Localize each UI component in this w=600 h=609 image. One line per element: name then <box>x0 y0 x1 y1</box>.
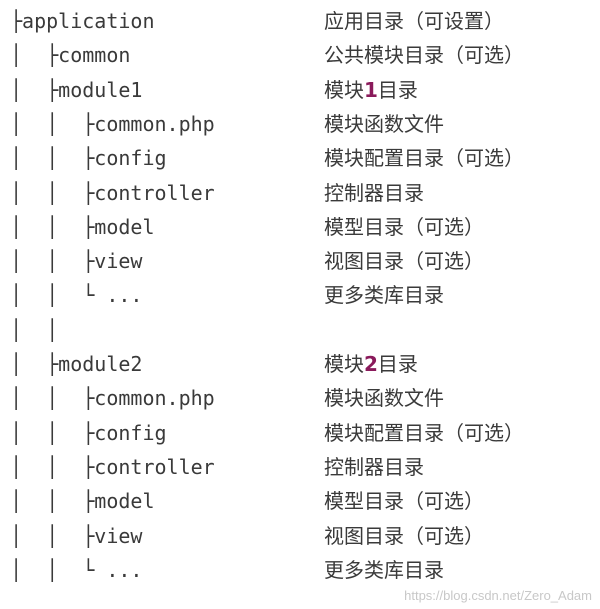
module-number: 1 <box>364 77 378 102</box>
description-text: 模块配置目录（可选） <box>324 420 524 445</box>
description-suffix: 目录 <box>377 352 418 376</box>
tree-row: │ │ ├view 视图目录（可选） <box>0 244 600 278</box>
tree-row: │ │ ├controller 控制器目录 <box>0 450 600 484</box>
tree-path: │ │ ├common.php <box>10 386 215 411</box>
tree-description: 模块函数文件 <box>324 381 444 415</box>
tree-row: │ ├module2 模块2目录 <box>0 347 600 381</box>
description-suffix: 目录 <box>377 77 418 102</box>
module-number: 2 <box>364 352 378 376</box>
tree-description: 模块1目录 <box>324 73 418 107</box>
tree-path: ├application <box>10 9 155 33</box>
description-text: 控制器目录 <box>324 180 424 205</box>
tree-description: 公共模块目录（可选） <box>324 38 524 72</box>
tree-row: │ │ ├config 模块配置目录（可选） <box>0 141 600 175</box>
tree-description: 模块2目录 <box>324 347 418 381</box>
tree-row: │ │ ├config 模块配置目录（可选） <box>0 416 600 450</box>
tree-path: │ │ <box>10 317 59 342</box>
tree-row: ├application 应用目录（可设置） <box>0 4 600 38</box>
tree-row: │ │ ├common.php 模块函数文件 <box>0 107 600 141</box>
description-text: 模块配置目录（可选） <box>324 146 524 171</box>
tree-row: │ │ ├model 模型目录（可选） <box>0 484 600 518</box>
tree-description: 更多类库目录 <box>324 553 444 587</box>
description-text: 模块 <box>324 352 364 376</box>
tree-description: 模型目录（可选） <box>324 210 484 244</box>
tree-description: 视图目录（可选） <box>324 244 484 278</box>
tree-path: │ │ ├config <box>10 420 167 445</box>
tree-description: 控制器目录 <box>324 450 424 484</box>
tree-path: │ │ ├common.php <box>10 111 215 136</box>
tree-path: │ ├common <box>10 43 131 68</box>
tree-path: │ ├module2 <box>10 352 143 376</box>
tree-path: │ │ ├controller <box>10 180 215 205</box>
tree-description: 视图目录（可选） <box>324 519 484 553</box>
description-text: 模型目录（可选） <box>324 489 484 514</box>
description-text: 模块 <box>324 77 364 102</box>
tree-row: │ │ <box>0 313 600 347</box>
tree-description: 更多类库目录 <box>324 278 444 312</box>
description-text: 视图目录（可选） <box>324 249 484 274</box>
description-text: 控制器目录 <box>324 454 424 479</box>
description-text: 更多类库目录 <box>324 557 444 582</box>
tree-description: 模块配置目录（可选） <box>324 141 524 175</box>
tree-path: │ │ ├model <box>10 214 155 239</box>
tree-path: │ │ ├view <box>10 249 143 274</box>
description-text: 模块函数文件 <box>324 386 444 411</box>
tree-row: │ │ └ ... 更多类库目录 <box>0 278 600 312</box>
tree-row: │ │ ├model 模型目录（可选） <box>0 210 600 244</box>
tree-path: │ │ ├view <box>10 523 143 548</box>
tree-description: 模块配置目录（可选） <box>324 416 524 450</box>
description-text: 模块函数文件 <box>324 111 444 136</box>
tree-path: │ │ ├model <box>10 489 155 514</box>
tree-path: │ │ └ ... <box>10 557 143 582</box>
tree-description: 应用目录（可设置） <box>324 4 504 38</box>
tree-row: │ │ └ ... 更多类库目录 <box>0 553 600 587</box>
description-text: 应用目录（可设置） <box>324 9 504 33</box>
description-text: 更多类库目录 <box>324 283 444 308</box>
tree-description: 模型目录（可选） <box>324 484 484 518</box>
tree-description: 模块函数文件 <box>324 107 444 141</box>
description-text: 模型目录（可选） <box>324 214 484 239</box>
watermark: https://blog.csdn.net/Zero_Adam <box>404 588 592 603</box>
description-text: 公共模块目录（可选） <box>324 43 524 68</box>
tree-row: │ │ ├view 视图目录（可选） <box>0 519 600 553</box>
tree-row: │ ├common 公共模块目录（可选） <box>0 38 600 72</box>
tree-row: │ │ ├common.php 模块函数文件 <box>0 381 600 415</box>
tree-row: │ ├module1 模块1目录 <box>0 73 600 107</box>
tree-path: │ │ ├config <box>10 146 167 171</box>
tree-path: │ │ ├controller <box>10 454 215 479</box>
description-text: 视图目录（可选） <box>324 523 484 548</box>
tree-path: │ ├module1 <box>10 77 143 102</box>
tree-description: 控制器目录 <box>324 176 424 210</box>
tree-row: │ │ ├controller 控制器目录 <box>0 176 600 210</box>
tree-path: │ │ └ ... <box>10 283 143 308</box>
